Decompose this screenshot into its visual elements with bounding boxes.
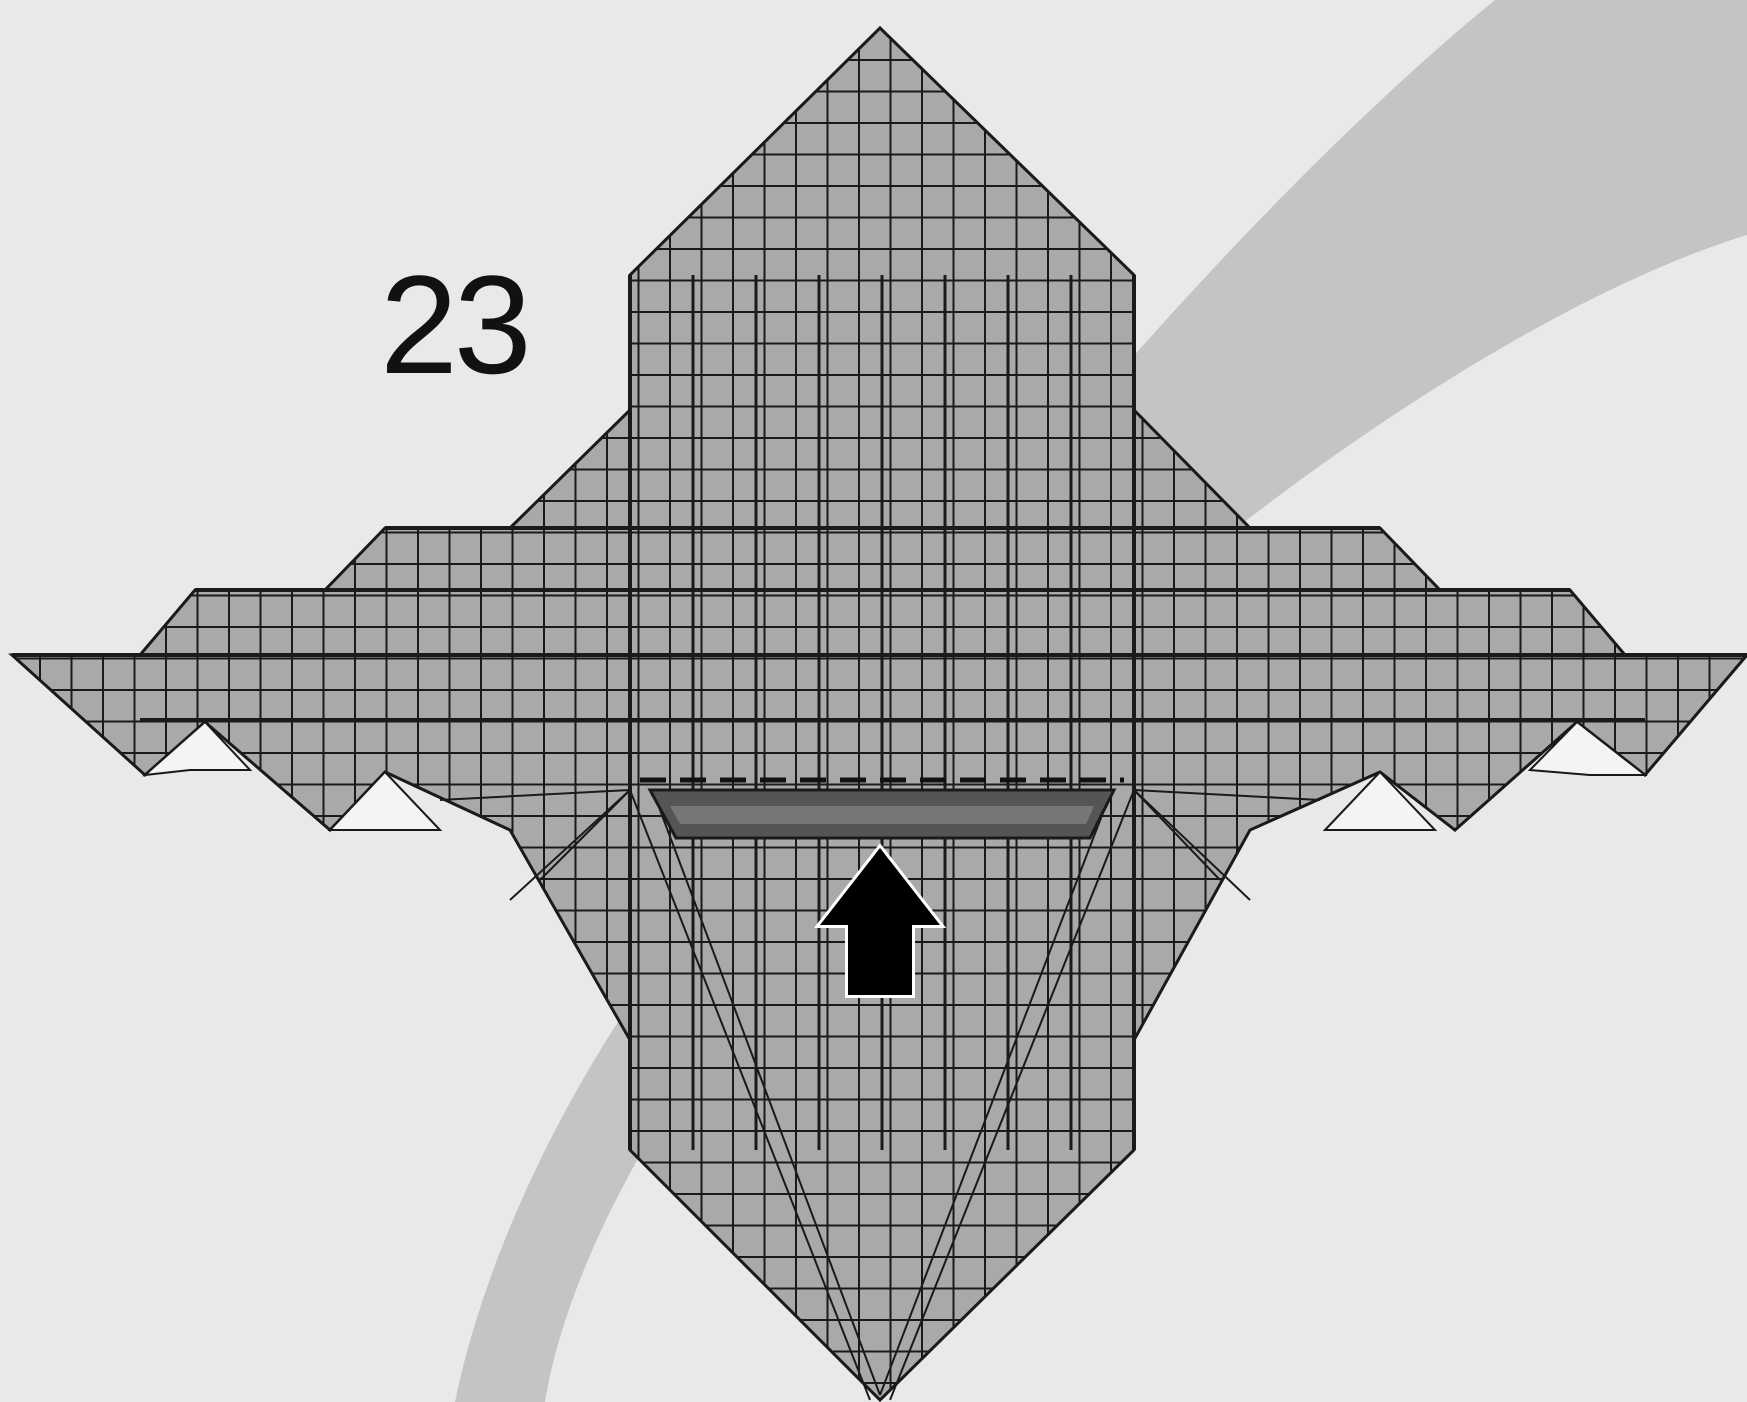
step-number: 23 <box>380 255 528 395</box>
folded-strip-highlight <box>670 806 1094 824</box>
